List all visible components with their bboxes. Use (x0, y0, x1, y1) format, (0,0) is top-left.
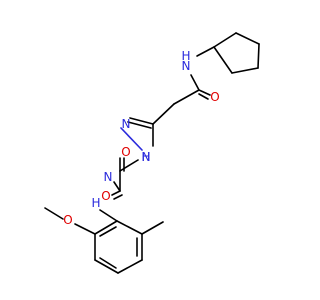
atom-o-oxalyl-1: O (121, 145, 130, 159)
bond-c2o-b (113, 194, 123, 200)
molecule-structure: H N O N H N O O N H O (44, 32, 260, 274)
atom-o-amide-top: O (210, 90, 219, 104)
bond-ring-n (196, 46, 215, 57)
atom-h-anilide: H (91, 196, 100, 210)
bond-ring-methyl (141, 221, 164, 235)
atom-h-amide-top: H (181, 49, 190, 63)
atom-n-hydrazone-2: N (142, 150, 151, 164)
atom-h-hydrazone-2: H (141, 150, 150, 164)
atom-n-amide-top: N (182, 59, 191, 73)
molecule-canvas: H N O N H N O O N H O (44, 32, 260, 274)
atom-o-methoxy: O (63, 213, 72, 227)
bond-co-top-a (198, 89, 211, 96)
bond-ring-o (74, 223, 96, 235)
bond-o-methyl (44, 207, 64, 220)
bond-c2o-a (111, 190, 121, 196)
atom-n-anilide: N (104, 170, 113, 184)
bond-c2-n (113, 181, 121, 192)
benzene-ring (94, 220, 143, 274)
bond-cn-a (129, 117, 154, 125)
atom-o-oxalyl-2: O (101, 189, 110, 203)
bond-n-aryl (99, 209, 118, 222)
bond-ch2-imine (152, 103, 175, 125)
bond-n-carbonyl (190, 74, 200, 91)
bond-cn-b (127, 121, 152, 129)
bond-carbonyl-ch2 (173, 89, 200, 105)
cyclopentyl-ring (213, 32, 260, 74)
bond-co-top-b (198, 93, 209, 100)
bond-n-n (120, 127, 143, 151)
bond-nh-c1 (119, 159, 139, 172)
atom-n-hydrazone-1: N (122, 117, 131, 131)
